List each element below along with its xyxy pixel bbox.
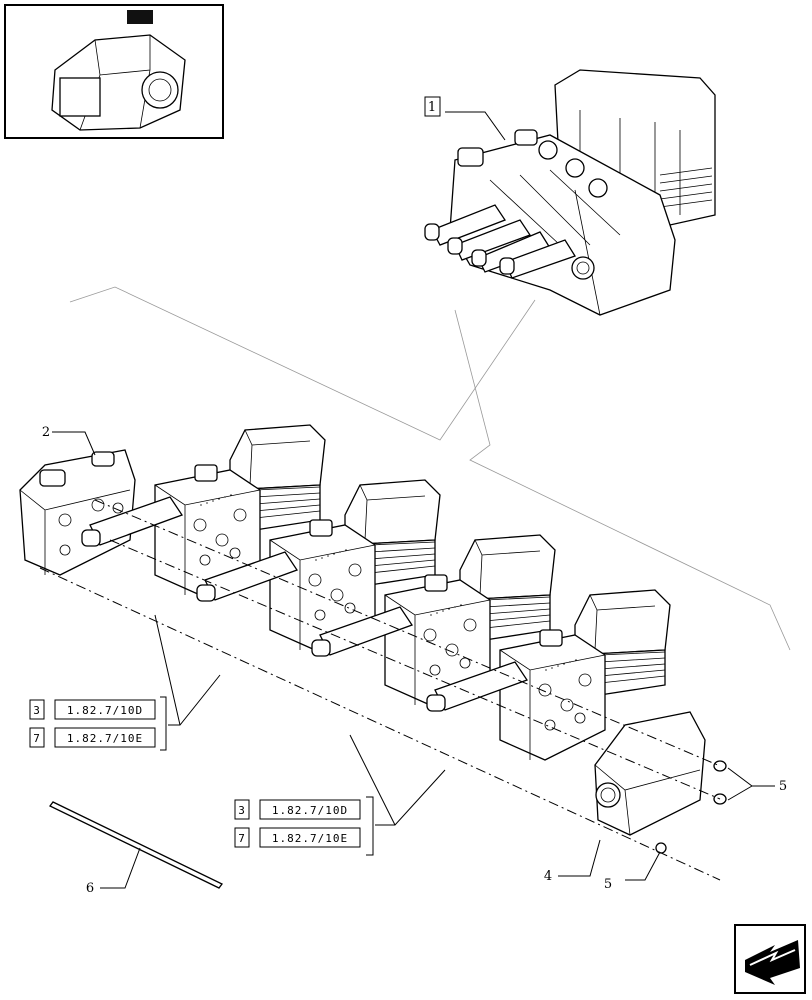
callout-5-bottom: 5 <box>604 877 612 892</box>
transmission-housing-thumbnail <box>4 4 224 139</box>
inlet-section <box>19 449 136 576</box>
svg-text:3: 3 <box>238 804 246 817</box>
svg-text:7: 7 <box>33 732 41 745</box>
callout-5-right: 5 <box>779 779 787 794</box>
next-page-arrow-icon[interactable] <box>734 924 806 994</box>
svg-text:1.82.7/10D: 1.82.7/10D <box>67 704 143 717</box>
assembled-valve-block <box>424 69 716 316</box>
callout-4: 4 <box>544 869 552 884</box>
reference-table-2: 3 1.82.7/10D 7 1.82.7/10E <box>234 796 374 856</box>
tie-rod <box>49 801 223 889</box>
svg-text:1.82.7/10E: 1.82.7/10E <box>272 832 348 845</box>
svg-text:3: 3 <box>33 704 41 717</box>
svg-text:7: 7 <box>238 832 246 845</box>
callout-2: 2 <box>42 425 50 440</box>
svg-text:1.82.7/10E: 1.82.7/10E <box>67 732 143 745</box>
svg-text:1.82.7/10D: 1.82.7/10D <box>272 804 348 817</box>
callout-6: 6 <box>86 881 94 896</box>
reference-table-1: 3 1.82.7/10D 7 1.82.7/10E <box>29 696 167 751</box>
callout-1: 1 <box>428 100 436 115</box>
end-cover <box>594 711 706 836</box>
